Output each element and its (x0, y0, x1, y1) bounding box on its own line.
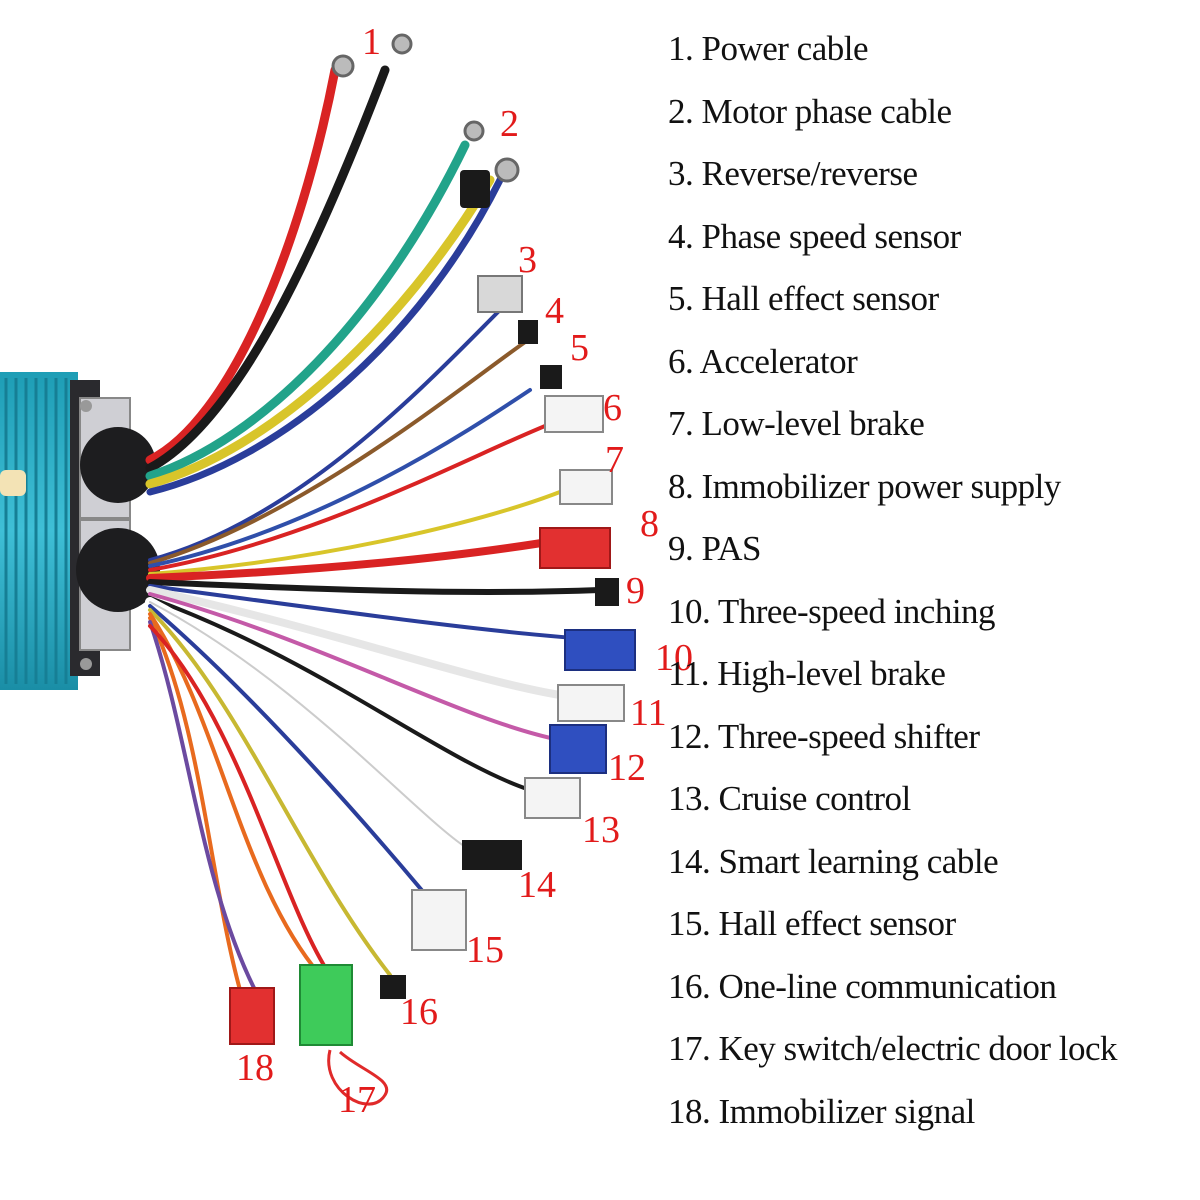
callout-12: 12 (608, 747, 646, 789)
callout-14: 14 (518, 864, 556, 906)
callout-10: 10 (655, 637, 693, 679)
legend-item-8: 8. Immobilizer power supply (668, 466, 1061, 506)
legend-item-1: 1. Power cable (668, 29, 869, 68)
callout-9: 9 (626, 570, 645, 612)
signal-wires (145, 308, 603, 992)
legend-item-15: 15. Hall effect sensor (668, 904, 956, 943)
legend-item-2: 2. Motor phase cable (668, 91, 952, 131)
legend-item-7: 7. Low-level brake (668, 404, 925, 443)
legend-list: 1. Power cable 2. Motor phase cable 3. R… (668, 18, 1118, 1143)
legend-item-13: 13. Cruise control (668, 779, 911, 818)
callout-numbers: 1 2 3 4 5 6 7 8 9 10 11 12 13 14 15 16 1… (236, 21, 693, 1121)
legend-item-11: 11. High-level brake (668, 654, 946, 693)
callout-18: 18 (236, 1047, 274, 1089)
callout-13: 13 (582, 809, 620, 851)
legend-item-3: 3. Reverse/reverse (668, 154, 918, 193)
legend-item-12: 12. Three-speed shifter (668, 716, 980, 756)
legend-item-17: 17. Key switch/electric door lock (668, 1029, 1118, 1068)
callout-15: 15 (466, 929, 504, 971)
legend-item-18: 18. Immobilizer signal (668, 1091, 975, 1131)
callout-11: 11 (630, 692, 667, 734)
connector-icons (229, 275, 636, 1106)
power-phase-wires (145, 65, 504, 496)
callout-17: 17 (338, 1079, 376, 1121)
callout-3: 3 (518, 239, 537, 281)
legend-item-14: 14. Smart learning cable (668, 841, 999, 881)
ring-terminal-icons (331, 33, 520, 208)
callout-5: 5 (570, 327, 589, 369)
legend-item-10: 10. Three-speed inching (668, 591, 996, 631)
callout-8: 8 (640, 503, 659, 545)
controller-box (0, 372, 160, 690)
legend-item-9: 9. PAS (668, 529, 762, 568)
legend-item-6: 6. Accelerator (668, 341, 858, 381)
legend-item-5: 5. Hall effect sensor (668, 279, 939, 318)
callout-7: 7 (605, 439, 624, 481)
callout-16: 16 (400, 991, 438, 1033)
callout-2: 2 (500, 103, 519, 145)
callout-1: 1 (362, 21, 381, 63)
callout-6: 6 (603, 387, 622, 429)
legend-item-16: 16. One-line communication (668, 966, 1057, 1006)
callout-4: 4 (545, 290, 564, 332)
legend-item-4: 4. Phase speed sensor (668, 216, 961, 256)
